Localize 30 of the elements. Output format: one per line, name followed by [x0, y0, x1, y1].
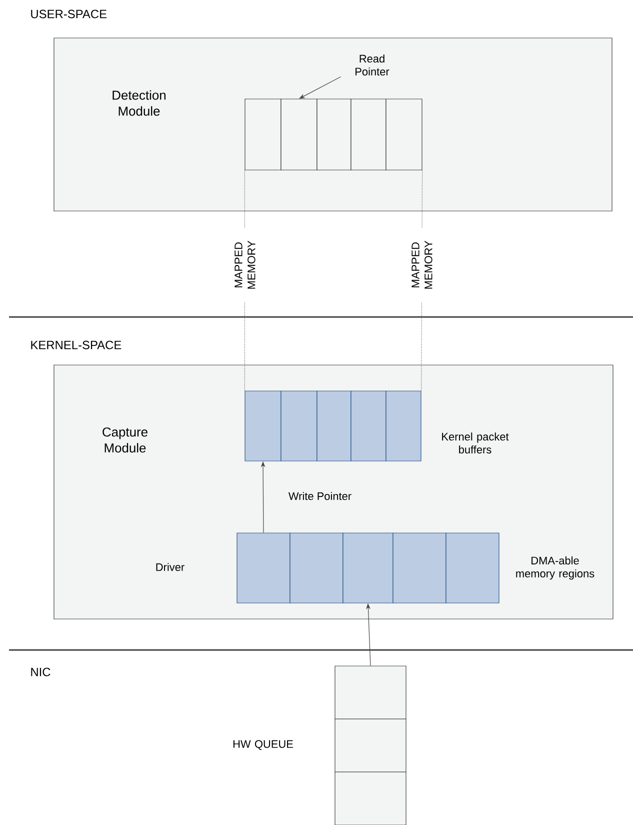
- buffer-cell: [446, 532, 500, 604]
- edge-label: MAPPED MEMORY: [410, 228, 434, 302]
- pointer-label: Read Pointer: [356, 54, 390, 76]
- buffer-cell: [334, 666, 406, 720]
- buffer-cell: [386, 98, 422, 170]
- buffer-cell: [244, 390, 282, 462]
- buffer-cell: [350, 390, 386, 462]
- buffer-cell: [236, 532, 290, 604]
- label-text: DMA-able memory regions: [516, 556, 594, 580]
- label-text: HW QUEUE: [233, 740, 293, 750]
- arrow: [299, 76, 342, 99]
- buffer-cell: [280, 98, 318, 170]
- label-text: Kernel packet buffers: [442, 432, 509, 454]
- buffer-cell: [280, 390, 318, 462]
- buffer-cell: [316, 98, 352, 170]
- buffer-cell: [290, 532, 344, 604]
- buffer-cell: [334, 772, 406, 825]
- section-heading: NIC: [31, 668, 50, 676]
- buffer-cell: [350, 98, 386, 170]
- label-text: Driver: [156, 562, 184, 572]
- buffer-cell: [244, 98, 282, 170]
- buffer-cell: [392, 532, 446, 604]
- edge-label: Write Pointer: [288, 492, 352, 500]
- buffer-cell: [386, 390, 422, 462]
- buffer-cell: [334, 718, 406, 772]
- edge-label: MAPPED MEMORY: [234, 228, 256, 302]
- buffer-cell: [316, 390, 352, 462]
- section-heading: KERNEL-SPACE: [31, 340, 122, 350]
- buffer-cell: [342, 532, 394, 604]
- section-heading: USER-SPACE: [31, 10, 107, 18]
